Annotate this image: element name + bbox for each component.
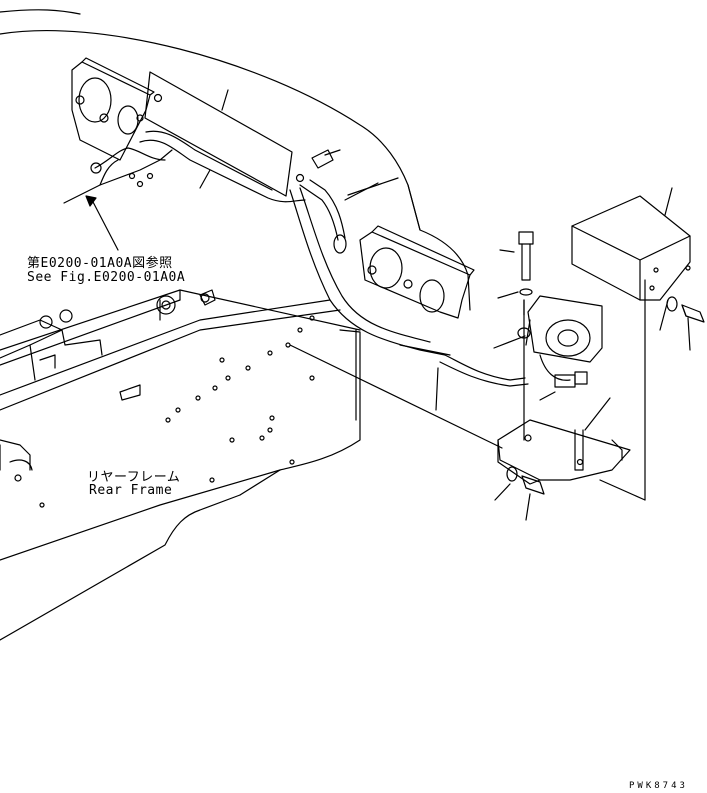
- right-headlamp: [360, 226, 474, 318]
- frame-label-en: Rear Frame: [89, 483, 173, 498]
- body-panel: [0, 10, 470, 310]
- leader-lines: [200, 90, 690, 520]
- lamp-bracket-plate: [145, 72, 304, 196]
- left-harness: [64, 131, 305, 203]
- rear-frame: [0, 290, 360, 640]
- horn-bracket: [498, 392, 630, 484]
- frame-label-jp: リヤーフレーム: [87, 470, 181, 485]
- long-bolt: [519, 232, 533, 295]
- reference-label-en: See Fig.E0200-01A0A: [27, 270, 186, 285]
- reference-label-jp: 第E0200-01A0A図参照: [27, 256, 173, 271]
- reference-arrow: [86, 196, 118, 250]
- main-harness: [290, 180, 528, 386]
- horn: [526, 296, 602, 387]
- ground-wire: [518, 300, 530, 338]
- drawing-code: PWK8743: [629, 781, 688, 791]
- cover-bolt: [667, 297, 704, 322]
- left-headlamp: [72, 58, 154, 160]
- harness-clip-bolt: [312, 150, 340, 168]
- horn-cover: [572, 196, 690, 300]
- bracket-bolt: [507, 467, 544, 494]
